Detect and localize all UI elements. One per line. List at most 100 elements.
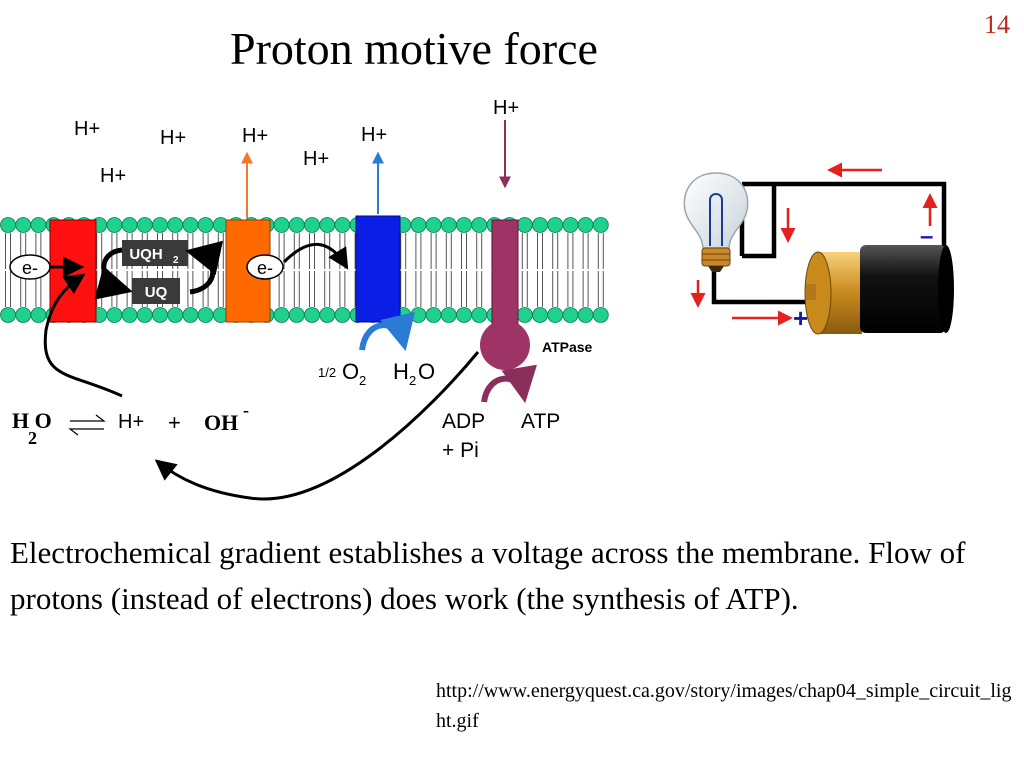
svg-text:O: O (342, 359, 359, 384)
atpase-stalk (491, 219, 519, 327)
lipid-head (304, 217, 320, 233)
lipid-head (577, 307, 594, 323)
lipid-head (0, 217, 16, 233)
proton-return-arrow (154, 351, 480, 501)
proton-label: H+ (118, 411, 144, 433)
lipid-head (15, 217, 32, 233)
lipid-head (547, 217, 564, 233)
atpase-head (480, 320, 530, 370)
lipid-head (592, 307, 609, 323)
lipid-head (288, 217, 305, 233)
circuit-wire (742, 181, 947, 266)
lipid-head (273, 307, 290, 323)
lipid-head (532, 307, 548, 323)
lipid-head (410, 307, 427, 323)
ubiquinone-cycle: UQH 2 UQ (94, 240, 224, 304)
svg-text:H: H (393, 359, 409, 384)
lipid-head (182, 217, 199, 233)
lipid-head (0, 307, 16, 323)
svg-text:2: 2 (359, 373, 366, 388)
lipid-head (106, 307, 123, 323)
atp-synthesis-labels: ADP + Pi ATP (442, 410, 560, 462)
lipid-head (106, 217, 123, 233)
lipid-head (577, 217, 594, 233)
proton-label: H+ (74, 118, 100, 140)
oxygen-label: 1/2 O 2 (318, 359, 366, 388)
slide-number: 14 (984, 10, 1010, 39)
slide-title: Proton motive force (230, 23, 598, 74)
water-subscript: 2 (28, 428, 37, 448)
oxygen-reduction-arrow (359, 311, 416, 352)
proton-supply-arrow (43, 273, 123, 398)
diagram-canvas: e- UQH 2 UQ e- H+ H+ H+ H+ H+ H+ H+ 1/2 … (0, 97, 954, 501)
lipid-head (197, 307, 214, 323)
proton-label: H+ (493, 97, 519, 119)
lipid-head (121, 307, 138, 323)
source-url: http://www.energyquest.ca.gov/story/imag… (436, 680, 1012, 732)
lipid-head (516, 217, 533, 233)
light-bulb-icon (683, 172, 749, 272)
lipid-head (30, 307, 47, 323)
uqh2-label: UQH (129, 246, 162, 263)
plus-sign: + (168, 410, 181, 435)
svg-text:O: O (418, 359, 435, 384)
lipid-head (592, 217, 609, 233)
complex-1 (49, 219, 97, 323)
lipid-head (167, 307, 184, 323)
lipid-head (288, 307, 305, 323)
lipid-head (167, 217, 184, 233)
slide-body-text: Electrochemical gradient establishes a v… (10, 535, 966, 616)
electron-label: e- (22, 258, 38, 278)
lipid-head (30, 217, 47, 233)
equilibrium-arrows-icon (68, 414, 106, 436)
lipid-head (471, 307, 488, 323)
circuit-diagram: + – (683, 162, 954, 335)
water-dissociation-equation: H O 2 H+ + OH - (12, 400, 249, 448)
negative-terminal-label: – (920, 223, 933, 250)
proton-label: H+ (303, 148, 329, 170)
lipid-head (471, 217, 488, 233)
hydroxide-label: OH (204, 410, 238, 435)
lipid-head (410, 217, 427, 233)
complex-4 (355, 215, 401, 323)
electron-badge-2: e- (246, 254, 284, 280)
electron-badge-1: e- (9, 254, 51, 280)
electron-label: e- (257, 258, 273, 278)
lipid-head (562, 307, 579, 323)
lipid-head (319, 307, 336, 323)
lipid-head (547, 307, 564, 323)
uqh2-subscript: 2 (173, 255, 179, 266)
lipid-head (152, 217, 168, 233)
lipid-head (15, 307, 32, 323)
water-product-label: H 2 O (393, 359, 435, 388)
lipid-head (516, 307, 533, 323)
lipid-head (532, 217, 548, 233)
lipid-head (304, 307, 320, 323)
lipid-head (182, 307, 199, 323)
proton-label: H+ (100, 165, 126, 187)
proton-labels: H+ H+ H+ H+ H+ H+ H+ (74, 97, 519, 187)
lipid-head (440, 307, 457, 323)
lipid-head (334, 307, 351, 323)
atp-label: ATP (521, 410, 560, 433)
hydroxide-charge: - (243, 400, 249, 420)
atp-synthesis-arrow (481, 364, 537, 404)
adp-label: ADP (442, 410, 485, 433)
lipid-head (562, 217, 579, 233)
lipid-head (456, 307, 472, 323)
proton-label: H+ (361, 124, 387, 146)
svg-text:1/2: 1/2 (318, 365, 336, 380)
lipid-head (197, 217, 214, 233)
svg-text:2: 2 (409, 373, 416, 388)
water-label: H O (12, 408, 52, 433)
lipid-head (334, 217, 351, 233)
lipid-head (425, 217, 442, 233)
lipid-head (121, 217, 138, 233)
lipid-head (136, 307, 153, 323)
lipid-head (456, 217, 472, 233)
lipid-head (440, 217, 457, 233)
atpase-label: ATPase (542, 339, 593, 355)
battery-icon (804, 245, 954, 335)
lipid-head (319, 217, 336, 233)
lipid-head (273, 217, 290, 233)
